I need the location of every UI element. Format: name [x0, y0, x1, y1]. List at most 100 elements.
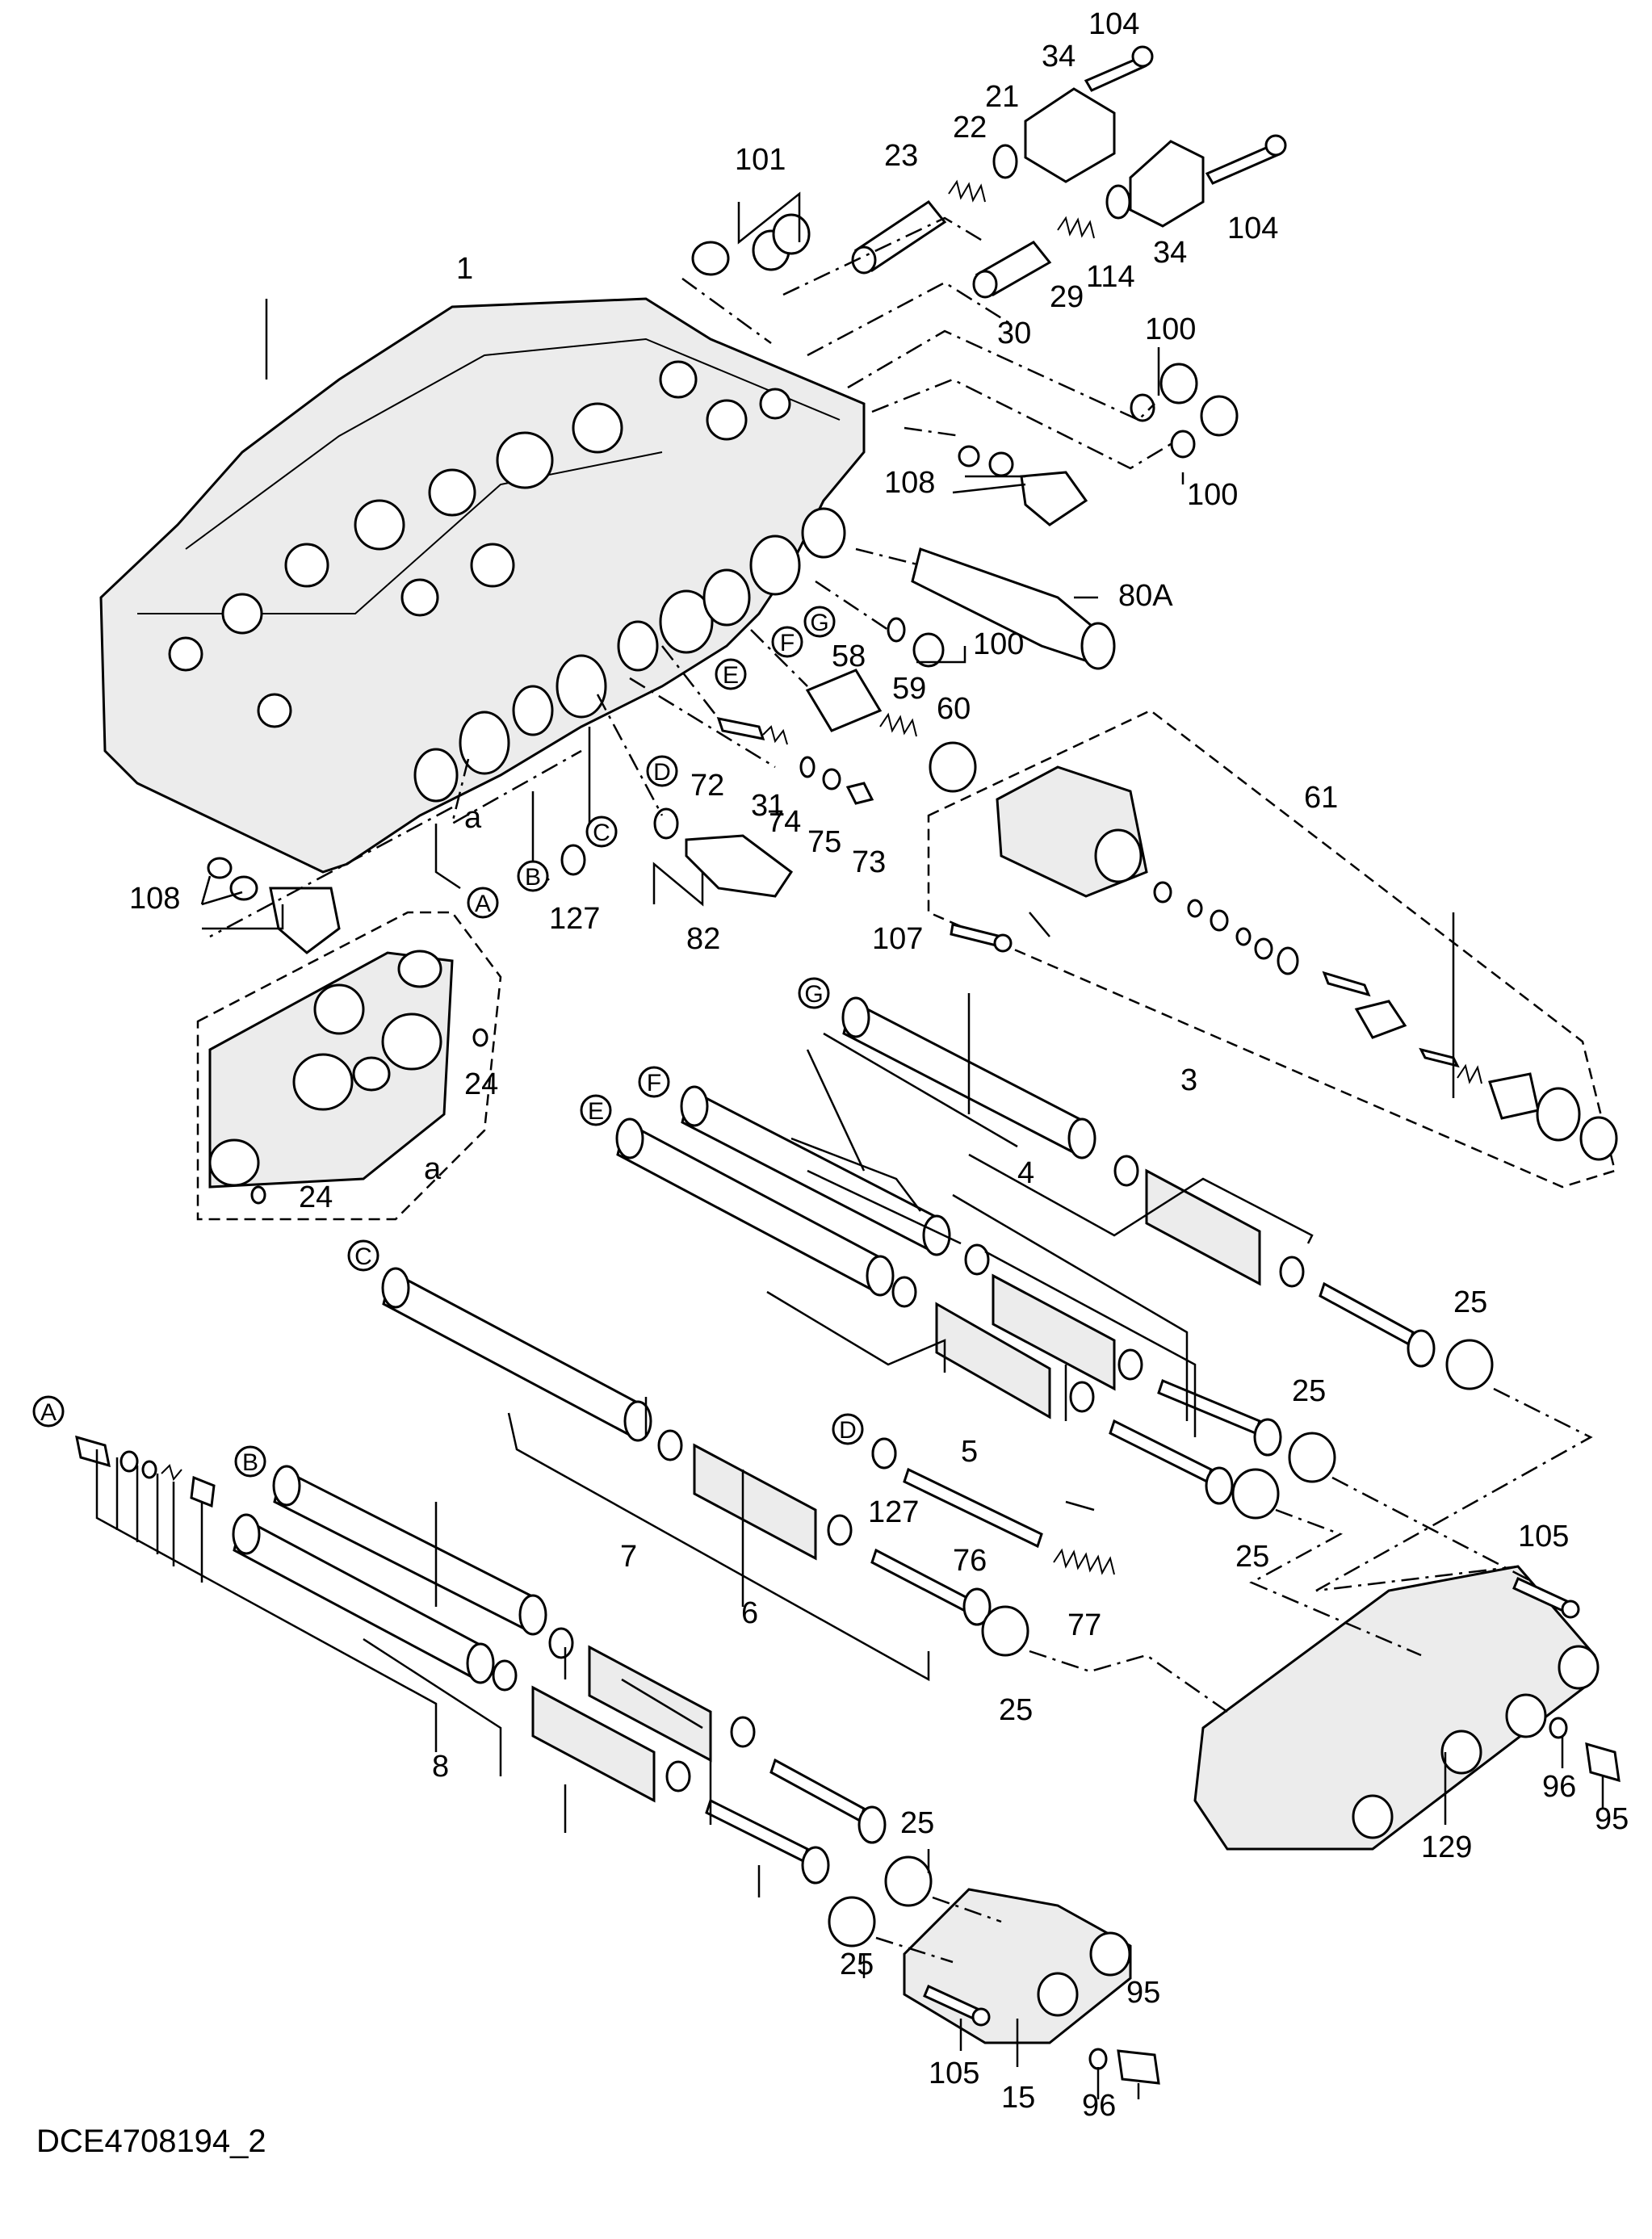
label-25-e: 25	[900, 1806, 934, 1840]
oring-127-lower	[871, 1437, 897, 1470]
svg-text:A: A	[40, 1399, 57, 1426]
oring-114	[1105, 184, 1131, 220]
label-1: 1	[456, 252, 473, 286]
svg-text:E: E	[723, 662, 739, 689]
springs-8	[492, 1659, 830, 1885]
svg-text:D: D	[839, 1417, 857, 1444]
label-25-a: 25	[1453, 1285, 1487, 1319]
label-61: 61	[1304, 781, 1338, 815]
oring-96-lower	[1088, 2048, 1108, 2070]
circled-letter-f-2: F	[638, 1066, 670, 1098]
label-108-left: 108	[129, 882, 180, 916]
label-25-d: 25	[999, 1693, 1033, 1727]
label-100-mid: 100	[973, 627, 1024, 661]
label-73: 73	[852, 845, 886, 879]
svg-text:B: B	[242, 1449, 258, 1476]
parts-58-59-60	[805, 669, 977, 793]
label-31: 31	[751, 789, 785, 823]
plug-95-lower	[1117, 2049, 1160, 2085]
bolt-105-lower	[923, 1984, 991, 2027]
circled-letter-g-2: G	[798, 977, 830, 1009]
relief-valve-80a	[911, 547, 1116, 670]
svg-text:B: B	[525, 864, 541, 891]
label-95-lower: 95	[1126, 1976, 1160, 2010]
label-21: 21	[985, 80, 1019, 114]
label-107: 107	[872, 922, 923, 956]
label-105-right: 105	[1518, 1520, 1569, 1553]
label-34-right: 34	[1153, 236, 1187, 270]
valve-body	[99, 297, 866, 874]
spool-f	[680, 1085, 951, 1256]
oring-25a	[1445, 1339, 1494, 1390]
svg-text:C: C	[354, 1243, 372, 1270]
circled-letter-b-2: B	[234, 1445, 266, 1478]
oring-25d	[981, 1605, 1029, 1657]
springs-5	[891, 1276, 1234, 1505]
label-60: 60	[937, 692, 971, 726]
label-58: 58	[832, 639, 866, 673]
spool-b	[272, 1465, 547, 1636]
bolt-104-lower	[1205, 134, 1287, 185]
spring-22	[948, 179, 986, 203]
label-127-upper: 127	[549, 902, 600, 936]
label-77: 77	[1067, 1608, 1101, 1642]
label-24-bottom: 24	[299, 1180, 333, 1214]
label-15: 15	[1001, 2081, 1035, 2115]
label-82: 82	[686, 922, 720, 956]
plug-100-mid	[887, 617, 945, 668]
oring-96-right	[1549, 1717, 1568, 1739]
label-25-f: 25	[840, 1948, 874, 1981]
label-96-lower: 96	[1082, 2089, 1116, 2123]
oring-24b	[250, 1185, 266, 1205]
oring-25c	[1231, 1468, 1280, 1520]
cover-34-upper	[1024, 87, 1116, 183]
circled-letter-e-1: E	[715, 658, 747, 690]
detail-a-box	[196, 911, 502, 1221]
circled-letter-e-2: E	[580, 1094, 612, 1126]
label-25-c: 25	[1235, 1540, 1269, 1574]
label-105-lower: 105	[929, 2057, 979, 2090]
spool-23	[851, 199, 947, 275]
label-25-b: 25	[1292, 1374, 1326, 1408]
label-5: 5	[961, 1435, 978, 1469]
bolt-107	[950, 923, 1013, 953]
svg-text:D: D	[653, 759, 671, 786]
plug-108-lower	[207, 857, 341, 954]
label-22: 22	[953, 111, 987, 145]
label-24-top: 24	[464, 1067, 498, 1101]
label-8: 8	[432, 1750, 449, 1784]
circled-letter-a-1: A	[467, 887, 499, 919]
svg-text:G: G	[804, 981, 823, 1008]
label-96-right: 96	[1542, 1770, 1576, 1804]
circled-letter-c-1: C	[585, 816, 618, 848]
spool-a-parts	[75, 1435, 216, 1508]
svg-text:C: C	[593, 820, 610, 846]
spool-e	[615, 1117, 895, 1297]
spool-a	[232, 1513, 495, 1684]
label-100-top: 100	[1145, 312, 1196, 346]
circled-letter-d-2: D	[832, 1413, 864, 1445]
spring-29	[1057, 216, 1095, 239]
label-114: 114	[1086, 260, 1135, 294]
label-34-top: 34	[1042, 40, 1075, 73]
circled-letter-a-2: A	[32, 1395, 65, 1428]
oring-24a	[472, 1028, 488, 1047]
oring-25b	[1288, 1432, 1336, 1483]
springs-3	[1113, 1155, 1436, 1368]
springs-6	[657, 1429, 992, 1626]
label-6: 6	[741, 1596, 758, 1630]
label-100-right: 100	[1187, 478, 1238, 512]
oring-25e	[884, 1855, 933, 1907]
label-30: 30	[997, 317, 1031, 350]
circled-letter-b-1: B	[517, 860, 549, 892]
label-75: 75	[807, 825, 841, 859]
label-104-top: 104	[1088, 7, 1139, 41]
label-127-lower: 127	[868, 1495, 919, 1529]
circled-letter-c-2: C	[347, 1239, 379, 1272]
oring-25f	[828, 1896, 876, 1948]
valve-82	[653, 807, 794, 898]
svg-text:F: F	[780, 630, 795, 656]
detail-label-a-1: a	[464, 801, 482, 835]
oring-21	[992, 144, 1018, 179]
